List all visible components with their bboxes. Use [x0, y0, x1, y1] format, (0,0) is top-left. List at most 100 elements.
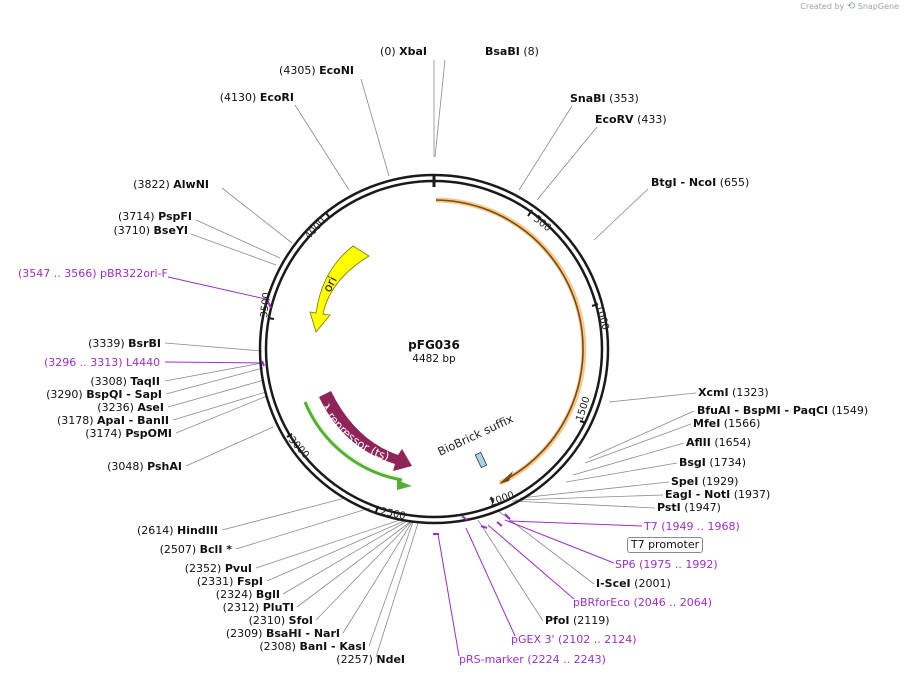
primer-label-0: (3547 .. 3566) pBR322ori-F — [18, 267, 168, 280]
enzyme-bfuai-bspmi-paqci: BfuAI - BspMI - PaqCI (1549) — [697, 404, 868, 417]
enzyme-name: PluTI — [263, 601, 294, 614]
enzyme-name: PvuI — [225, 562, 252, 575]
plasmid-size: 4482 bp — [412, 353, 456, 365]
primer-site-3 — [496, 521, 503, 527]
tick-mark-2500 — [375, 505, 379, 513]
primer-site-2 — [504, 513, 511, 520]
enzyme-position: (3822) — [133, 178, 173, 191]
ori-feature — [309, 245, 370, 333]
enzyme-position: (2001) — [631, 577, 671, 590]
snapgene-logo-text: SnapGene — [857, 2, 899, 11]
enzyme-name: AseI — [137, 401, 164, 414]
enzyme-ecorv: EcoRV (433) — [595, 113, 667, 126]
enzyme-name: BanI - KasI — [299, 640, 366, 653]
enzyme-position: (4130) — [220, 91, 260, 104]
enzyme-sfoi: (2310) SfoI — [249, 614, 313, 627]
enzyme-name: AflII — [686, 436, 711, 449]
enzyme-name: EagI - NotI — [665, 488, 730, 501]
enzyme-ecori: (4130) EcoRI — [220, 91, 294, 104]
enzyme-aflii: AflII (1654) — [686, 436, 751, 449]
tick-mark-3500 — [267, 317, 275, 320]
enzyme-name: BsaBI — [485, 45, 520, 58]
enzyme-name: BspQI - SapI — [86, 388, 162, 401]
leader-asei — [167, 379, 265, 408]
enzyme-name: EcoRV — [595, 113, 634, 126]
lambda-repressor-label: λ repressor (ts) — [318, 401, 391, 464]
enzyme-position: (8) — [520, 45, 539, 58]
enzyme-name: TaqII — [130, 375, 160, 388]
primer-leader-2 — [508, 520, 643, 527]
enzyme-pluti: (2312) PluTI — [223, 601, 294, 614]
enzyme-name: SpeI — [671, 475, 698, 488]
enzyme-mfei: MfeI (1566) — [693, 417, 760, 430]
leader-psti — [511, 500, 656, 509]
enzyme-position: (2614) — [137, 524, 177, 537]
enzyme-name: BfuAI - BspMI - PaqCI — [697, 404, 828, 417]
enzyme-eagi-noti: EagI - NotI (1937) — [665, 488, 770, 501]
leader-i-scei — [496, 509, 595, 585]
enzyme-name: I-SceI — [596, 577, 631, 590]
enzyme-position: (2331) — [197, 575, 237, 588]
lambda-outline-arrowhead — [397, 480, 412, 490]
snapgene-logo-icon: ⟲ — [846, 1, 856, 12]
enzyme-position: (1549) — [828, 404, 868, 417]
enzyme-bcli: (2507) BclI * — [160, 543, 233, 556]
leader-apai-banii — [172, 391, 267, 421]
primer-label-2: T7 (1949 .. 1968) — [643, 520, 740, 533]
primer-leader-0 — [167, 276, 271, 301]
tick-label-3500: 3500 — [259, 292, 273, 318]
enzyme-bsrbi: (3339) BsrBI — [88, 337, 161, 350]
enzyme-pspfi: (3714) PspFI — [118, 210, 192, 223]
enzyme-name: MfeI — [693, 417, 720, 430]
enzyme-xcmi: XcmI (1323) — [698, 386, 769, 399]
enzyme-xbai: (0) XbaI — [380, 45, 427, 58]
enzyme-position: (2352) — [185, 562, 225, 575]
leader-bani-kasi — [368, 521, 414, 647]
leader-alwni — [221, 187, 293, 244]
enzyme-name: SfoI — [289, 614, 313, 627]
enzyme-econi: (4305) EcoNI — [279, 64, 354, 77]
leader-spei — [519, 481, 670, 499]
snapgene-brand: Created by ⟲ SnapGene — [800, 1, 899, 12]
leader-btgi-ncoi — [593, 188, 649, 241]
leader-eagi-noti — [514, 494, 664, 501]
leader-bseyi — [190, 233, 277, 266]
tick-mark-3000 — [286, 433, 293, 438]
enzyme-position: (3710) — [113, 224, 153, 237]
primer-site-5 — [461, 515, 468, 521]
enzyme-bsabi: BsaBI (8) — [485, 45, 539, 58]
enzyme-position: (3174) — [85, 427, 125, 440]
lambda-outline — [303, 401, 403, 482]
leader-pvui — [255, 519, 401, 569]
enzyme-bsgi: BsgI (1734) — [679, 456, 746, 469]
enzyme-position: (3290) — [46, 388, 86, 401]
enzyme-ndei: (2257) NdeI — [336, 653, 405, 666]
leader-pspomi — [175, 395, 268, 434]
enzyme-position: (655) — [716, 176, 749, 189]
enzyme-position: (2312) — [223, 601, 263, 614]
primer-label-4: pBRforEco (2046 .. 2064) — [573, 596, 712, 609]
primer-label-3: SP6 (1975 .. 1992) — [615, 558, 718, 571]
enzyme-position: (1929) — [698, 475, 738, 488]
tick-mark-500 — [527, 209, 533, 217]
enzyme-spei: SpeI (1929) — [671, 475, 738, 488]
enzyme-position: (2257) — [336, 653, 376, 666]
enzyme-name: XbaI — [399, 45, 427, 58]
leader-bsrbi — [164, 342, 263, 352]
enzyme-alwni: (3822) AlwNI — [133, 178, 209, 191]
tick-label-500: 500 — [531, 214, 553, 234]
enzyme-bseyi: (3710) BseYI — [113, 224, 188, 237]
enzyme-pspomi: (3174) PspOMI — [85, 427, 172, 440]
enzyme-position: (2119) — [570, 614, 610, 627]
enzyme-position: (1937) — [730, 488, 770, 501]
leader-mfei — [584, 423, 692, 464]
enzyme-snabi: SnaBI (353) — [570, 92, 639, 105]
primer-label-1: (3296 .. 3313) L4440 — [44, 356, 160, 369]
leader-aflii — [572, 442, 685, 476]
leader-hindiii — [221, 497, 346, 531]
leader-econi — [360, 78, 390, 177]
primer-site-1 — [261, 360, 265, 367]
leader-pfoi — [477, 519, 544, 622]
leader-ndei — [375, 522, 419, 658]
